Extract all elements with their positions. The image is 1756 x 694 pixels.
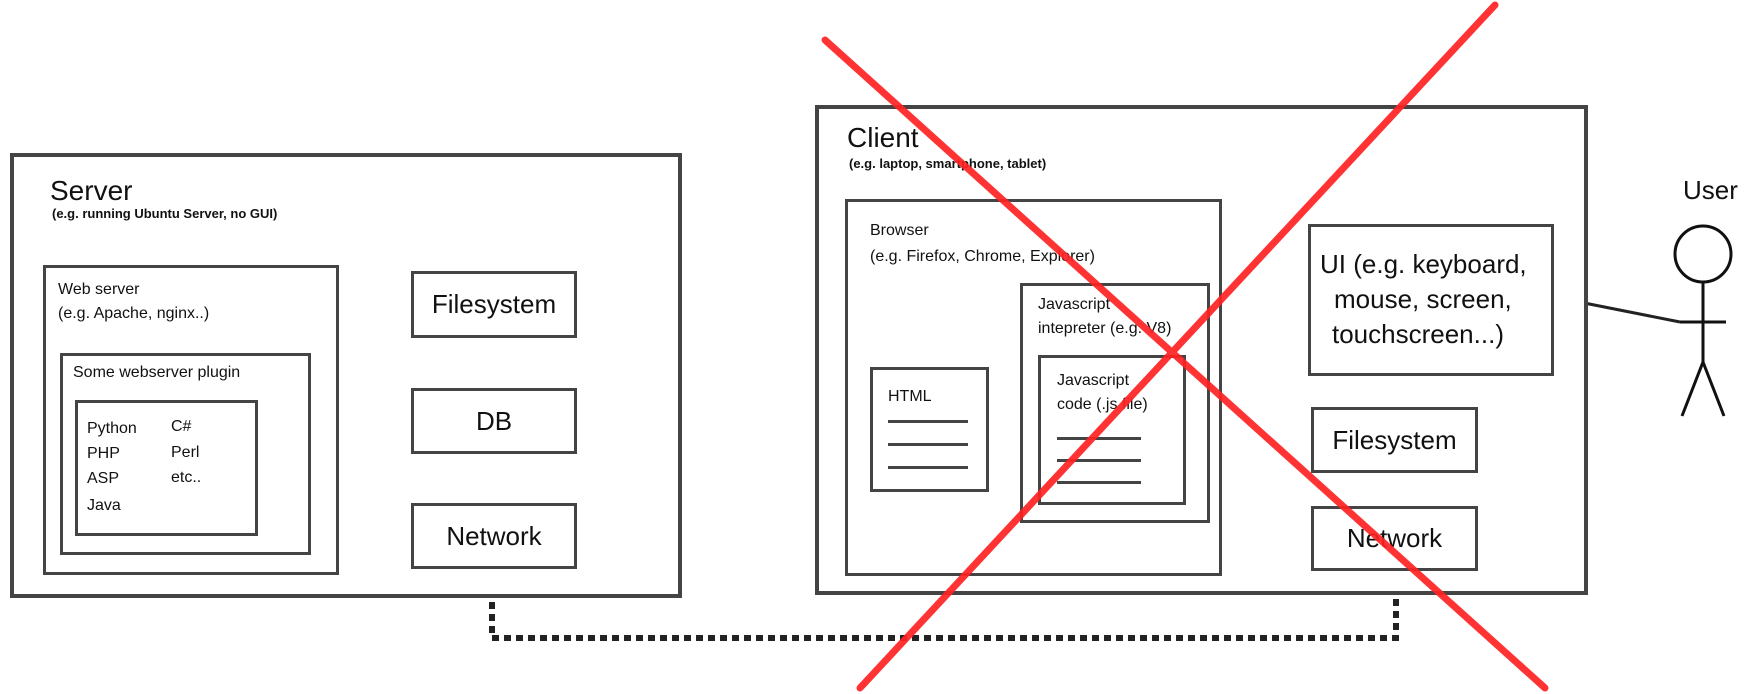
lang-perl: Perl	[171, 444, 200, 461]
server-title: Server	[50, 175, 133, 206]
ui-line1: UI (e.g. keyboard,	[1320, 249, 1527, 279]
lang-python: Python	[87, 420, 137, 437]
ui-line3: touchscreen...)	[1332, 319, 1504, 349]
client-network-box: Network	[1311, 506, 1478, 571]
html-line-3	[888, 466, 968, 469]
lang-asp: ASP	[87, 470, 120, 487]
server-db-box: DB	[411, 388, 577, 454]
server-filesystem-label: Filesystem	[431, 289, 557, 319]
web-server-subtitle: (e.g. Apache, nginx..)	[58, 305, 210, 322]
client-subtitle: (e.g. laptop, smartphone, tablet)	[849, 156, 1047, 171]
server-network-box: Network	[411, 503, 577, 569]
lang-etc: etc..	[171, 469, 202, 486]
server-filesystem-box: Filesystem	[411, 271, 577, 338]
client-title: Client	[847, 122, 919, 153]
js-code-line1: Javascript	[1057, 372, 1130, 389]
lang-php: PHP	[87, 445, 120, 462]
html-line-1	[888, 420, 968, 423]
js-code-line-3	[1057, 481, 1141, 484]
ui-line2: mouse, screen,	[1334, 284, 1512, 314]
web-server-title: Web server	[58, 281, 140, 298]
html-box	[870, 367, 989, 492]
js-code-line-1	[1057, 437, 1141, 440]
server-network-label: Network	[446, 520, 542, 551]
js-code-line-2	[1057, 459, 1141, 462]
html-line-2	[888, 443, 968, 446]
lang-java: Java	[87, 497, 121, 514]
js-interpreter-line1: Javascript	[1038, 296, 1111, 313]
client-network-label: Network	[1346, 523, 1443, 553]
browser-subtitle: (e.g. Firefox, Chrome, Explorer)	[870, 248, 1095, 265]
server-subtitle: (e.g. running Ubuntu Server, no GUI)	[52, 206, 278, 221]
server-db-label: DB	[475, 405, 513, 436]
js-code-line2: code (.js file)	[1057, 396, 1148, 413]
browser-title: Browser	[870, 222, 929, 239]
user-stick-figure-icon	[1673, 224, 1733, 417]
client-filesystem-label: Filesystem	[1332, 424, 1457, 455]
user-label: User	[1683, 175, 1738, 205]
lang-csharp: C#	[171, 418, 192, 435]
languages-box	[75, 400, 258, 536]
plugin-title: Some webserver plugin	[73, 364, 241, 381]
js-interpreter-line2: intepreter (e.g. V8)	[1038, 320, 1172, 337]
client-filesystem-box: Filesystem	[1311, 407, 1478, 473]
html-label: HTML	[888, 388, 932, 405]
